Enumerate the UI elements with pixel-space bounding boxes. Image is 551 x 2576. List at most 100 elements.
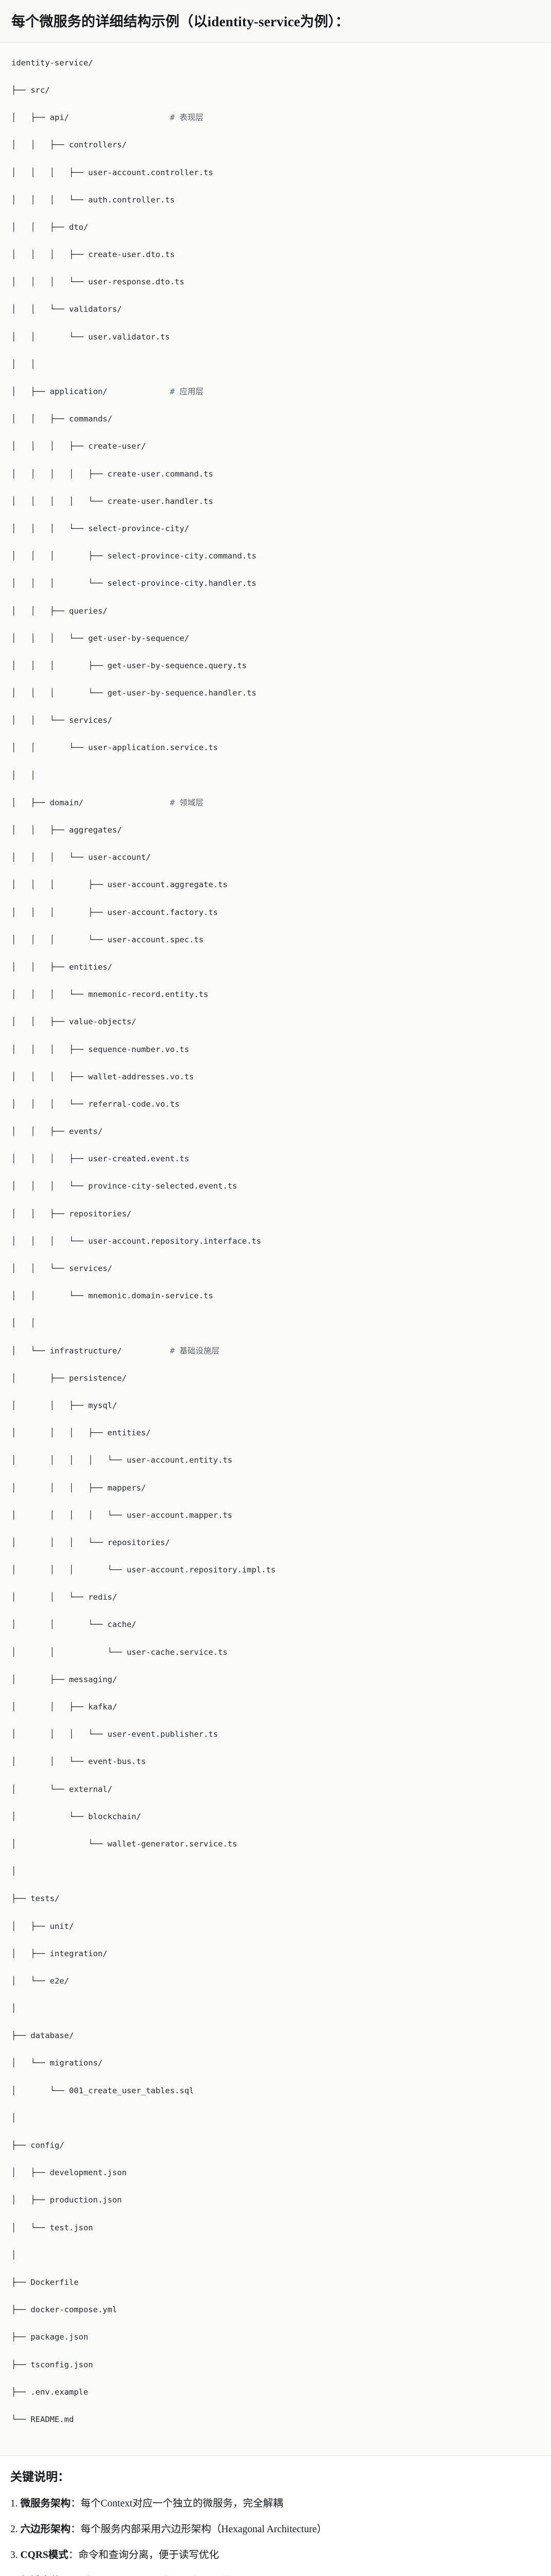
- tree-line: │ │ │ ├── create-user/: [11, 439, 540, 453]
- tree-entry-label: │ │ │ └── user-account.spec.ts: [11, 935, 203, 944]
- tree-line: │ │ └── redis/: [11, 1590, 540, 1604]
- key-note-description: 每个Context对应一个独立的微服务，完全解耦: [81, 2498, 283, 2509]
- tree-line: │ │ │ └── user-account/: [11, 851, 540, 865]
- tree-entry-label: │ │ ├── events/: [11, 1127, 102, 1136]
- tree-entry-label: │ └── migrations/: [11, 2058, 102, 2067]
- tree-line: │ │ │ └── user-event.publisher.ts: [11, 1727, 540, 1741]
- key-note-number: 3.: [10, 2550, 21, 2561]
- tree-entry-label: │ │ │ ├── mappers/: [11, 1483, 146, 1493]
- tree-line: ├── package.json: [11, 2330, 540, 2344]
- tree-entry-label: │ │ │ ├── wallet-addresses.vo.ts: [11, 1072, 194, 1081]
- tree-line: │ │ ├── value-objects/: [11, 1015, 540, 1029]
- tree-line: ├── docker-compose.yml: [11, 2303, 540, 2317]
- tree-line: │ │ │ └── user-account.repository.impl.t…: [11, 1563, 540, 1577]
- tree-line: │ │ │ ├── user-account.factory.ts: [11, 906, 540, 920]
- tree-line: │ │ │ └── province-city-selected.event.t…: [11, 1179, 540, 1193]
- tree-entry-label: │ │ ├── mysql/: [11, 1401, 117, 1410]
- tree-entry-label: │ │ │ ├── user-created.event.ts: [11, 1154, 189, 1163]
- tree-layer-comment: # 表现层: [170, 113, 203, 122]
- tree-entry-label: │ │ │ └── auth.controller.ts: [11, 195, 175, 205]
- key-note-term: 六边形架构: [21, 2524, 71, 2535]
- tree-line: │ │ │ └── mnemonic-record.entity.ts: [11, 988, 540, 1002]
- tree-entry-label: │: [11, 2004, 16, 2013]
- key-note-term: CQRS模式: [21, 2550, 68, 2561]
- tree-line: │: [11, 2248, 540, 2262]
- tree-line: │ └── blockchain/: [11, 1810, 540, 1824]
- tree-entry-label: │ │ │ └── user-response.dto.ts: [11, 277, 184, 286]
- tree-entry-label: │ │ └── cache/: [11, 1620, 136, 1629]
- tree-line: │: [11, 1865, 540, 1878]
- tree-line: │ │ │ └── select-province-city/: [11, 522, 540, 536]
- tree-line: │ │ └── services/: [11, 1262, 540, 1276]
- key-note-item: 4. 领域事件：通过Kafka/RabbitMQ实现服务间通信: [10, 2574, 541, 2576]
- tree-entry-label: │ │ ├── repositories/: [11, 1209, 131, 1218]
- tree-line: │ │ │ └── user-response.dto.ts: [11, 275, 540, 289]
- tree-line: │ │ │ ├── get-user-by-sequence.query.ts: [11, 659, 540, 673]
- tree-line: │ │ └── mnemonic.domain-service.ts: [11, 1289, 540, 1303]
- tree-entry-label: │ ├── application/: [11, 387, 108, 396]
- tree-line: │ └── wallet-generator.service.ts: [11, 1837, 540, 1851]
- tree-entry-label: │ │ │ └── referral-code.vo.ts: [11, 1099, 180, 1109]
- tree-entry-label: └── README.md: [11, 2415, 74, 2424]
- tree-line: │ │ │ ├── wallet-addresses.vo.ts: [11, 1070, 540, 1084]
- tree-entry-label: │ │ │ └── user-account/: [11, 853, 151, 862]
- tree-entry-label: │ │ │ └── get-user-by-sequence.handler.t…: [11, 688, 256, 698]
- tree-entry-label: │ │ └── mnemonic.domain-service.ts: [11, 1291, 213, 1300]
- tree-line: │ ├── application/ # 应用层: [11, 385, 540, 399]
- tree-entry-label: │ └── 001_create_user_tables.sql: [11, 2086, 194, 2095]
- tree-line: │ ├── unit/: [11, 1920, 540, 1934]
- tree-line: │ │ ├── controllers/: [11, 138, 540, 152]
- tree-entry-label: ├── tests/: [11, 1894, 59, 1903]
- tree-entry-label: │ └── infrastructure/: [11, 1346, 122, 1355]
- tree-line: │ │ │ └── select-province-city.handler.t…: [11, 577, 540, 590]
- tree-entry-label: │ ├── messaging/: [11, 1675, 117, 1684]
- tree-line: │ │ └── validators/: [11, 302, 540, 316]
- tree-entry-label: │ └── test.json: [11, 2223, 93, 2232]
- tree-line: │ └── migrations/: [11, 2056, 540, 2070]
- tree-entry-label: │ │ │ └── user-account.repository.interf…: [11, 1236, 261, 1246]
- tree-line: │: [11, 2111, 540, 2125]
- tree-entry-label: │ ├── api/: [11, 113, 69, 122]
- tree-line: │ │ ├── aggregates/: [11, 823, 540, 837]
- tree-line: │ │ ├── events/: [11, 1125, 540, 1139]
- key-note-separator: ：: [71, 2498, 81, 2509]
- page-title: 每个微服务的详细结构示例（以identity-service为例）：: [11, 13, 540, 31]
- tree-layer-comment: # 基础设施层: [170, 1346, 219, 1355]
- tree-entry-label: │ │ └── user-application.service.ts: [11, 743, 218, 752]
- tree-entry-label: │: [11, 2250, 16, 2260]
- tree-line: │ │ │ └── get-user-by-sequence/: [11, 632, 540, 646]
- key-note-number: 2.: [10, 2524, 21, 2535]
- tree-line: │ ├── persistence/: [11, 1371, 540, 1385]
- tree-line: │ │ │ └── repositories/: [11, 1536, 540, 1550]
- tree-entry-label: │ │ └── validators/: [11, 304, 122, 314]
- tree-entry-label: │ │: [11, 1318, 36, 1328]
- tree-comment-spacer: [69, 113, 170, 122]
- tree-entry-label: │ │ └── user-cache.service.ts: [11, 1648, 228, 1657]
- tree-entry-label: │ │ │ └── user-account.repository.impl.t…: [11, 1565, 276, 1574]
- tree-line: ├── src/: [11, 83, 540, 97]
- tree-line: │ │ │ └── user-account.repository.interf…: [11, 1234, 540, 1248]
- tree-entry-label: │ │ │ ├── user-account.controller.ts: [11, 168, 213, 177]
- tree-line: │ │ │ └── user-account.spec.ts: [11, 933, 540, 947]
- tree-entry-label: │ │ └── redis/: [11, 1592, 117, 1602]
- tree-line: │ │ └── user-cache.service.ts: [11, 1646, 540, 1659]
- tree-line: │ │: [11, 358, 540, 371]
- tree-line: ├── tests/: [11, 1892, 540, 1906]
- tree-entry-label: │ │ │ │ └── create-user.handler.ts: [11, 497, 213, 506]
- tree-entry-label: │ │ │ └── user-event.publisher.ts: [11, 1730, 218, 1739]
- tree-line: │ │ │ │ └── create-user.handler.ts: [11, 495, 540, 509]
- tree-entry-label: │ │ │ └── province-city-selected.event.t…: [11, 1181, 237, 1191]
- tree-entry-label: │ │ └── services/: [11, 1264, 112, 1273]
- tree-entry-label: │ │ │ ├── create-user/: [11, 442, 146, 451]
- tree-entry-label: │ │ │ ├── select-province-city.command.t…: [11, 551, 256, 561]
- key-note-description: 命令和查询分离，便于读写优化: [78, 2550, 219, 2561]
- tree-entry-label: ├── config/: [11, 2141, 64, 2150]
- tree-line: │ ├── api/ # 表现层: [11, 111, 540, 125]
- tree-entry-label: │: [11, 2113, 16, 2123]
- tree-line: │ │ │ ├── mappers/: [11, 1481, 540, 1495]
- tree-entry-label: ├── database/: [11, 2031, 74, 2040]
- tree-line: └── README.md: [11, 2413, 540, 2427]
- tree-line: │ │ └── event-bus.ts: [11, 1755, 540, 1769]
- tree-comment-spacer: [122, 1346, 170, 1355]
